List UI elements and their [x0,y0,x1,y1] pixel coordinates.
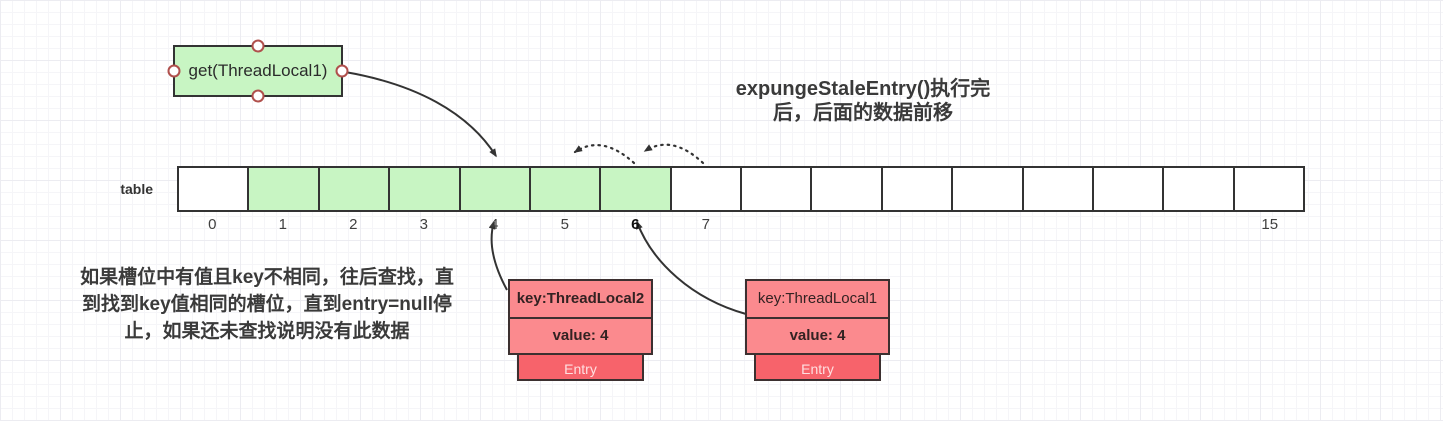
diagram-title-line1: expungeStaleEntry()执行完 [735,78,991,100]
connector-handle-right[interactable] [335,64,349,78]
table-slot-4 [458,168,529,210]
slot-index-label-1: 1 [278,216,287,233]
slot-index-label-2: 2 [349,216,358,233]
note-line1: 如果槽位中有值且key不相同，往后查找，直 [80,267,454,288]
get-box-label: get(ThreadLocal1) [188,61,328,80]
slot-index-label-3: 3 [419,216,428,233]
table-slot-6 [599,168,670,210]
slot-index-label-15: 15 [1261,216,1279,233]
slot-index-label-5: 5 [560,216,569,233]
table-slot-15 [1232,168,1303,210]
slot-index-label-11 [953,216,1024,236]
slot-index-label-12 [1023,216,1094,236]
dotted-arc-slot7-to-slot6 [643,143,705,165]
slot-index-label-7: 7 [701,216,710,233]
slot-index-labels: 0 1 2 3 4 5 6 7 15 [177,216,1305,236]
slot-index-label-14 [1164,216,1235,236]
entry-box-threadlocal2[interactable]: key:ThreadLocal2 value: 4 Entry [508,279,653,381]
table-slot-12 [1021,168,1092,210]
table-slot-11 [951,168,1021,210]
table-slot-8 [740,168,810,210]
table-slot-9 [810,168,880,210]
slot-index-label-10 [882,216,953,236]
table-slot-0 [179,168,247,210]
slot-index-label-0: 0 [208,216,217,233]
dotted-arc-slot6-to-slot5 [573,144,636,165]
diagram-title-line2: 后，后面的数据前移 [773,102,953,124]
connector-handle-left[interactable] [167,64,181,78]
table-slot-3 [388,168,459,210]
table-slot-7 [669,168,740,210]
table-slot-10 [880,168,951,210]
entry-key-threadlocal1: key:ThreadLocal1 [747,281,888,319]
table-slot-14 [1162,168,1232,210]
note-text: 如果槽位中有值且key不相同，往后查找，直 到找到key值相同的槽位，直到ent… [36,264,498,345]
entry-value-threadlocal2: value: 4 [552,327,609,344]
slot-index-label-13 [1094,216,1165,236]
arrow-get-to-slot4 [344,71,497,158]
get-threadlocal-box[interactable]: get(ThreadLocal1) [167,39,349,103]
entry-key-value-threadlocal1: key:ThreadLocal1 value: 4 [745,279,890,355]
entry-key-value-threadlocal2: key:ThreadLocal2 value: 4 [508,279,653,355]
entry-tag-threadlocal1: Entry [754,353,881,381]
table-slot-13 [1091,168,1162,210]
entry-tag-threadlocal2: Entry [517,353,644,381]
note-line2: 到找到key值相同的槽位，直到entry=null停 [81,294,453,315]
entry-value-threadlocal1: value: 4 [789,327,846,344]
connector-handle-bottom[interactable] [251,89,265,103]
table-slot-2 [317,168,389,210]
table-label: table [120,181,153,197]
note-line3: 止，如果还未查找说明没有此数据 [124,321,410,342]
connector-handle-top[interactable] [251,39,265,53]
hash-table [177,166,1305,212]
diagram-title: expungeStaleEntry()执行完 后，后面的数据前移 [688,77,1038,125]
table-slot-1 [247,168,318,210]
table-slot-5 [528,168,600,210]
slot-index-label-9 [812,216,883,236]
entry-key-threadlocal2: key:ThreadLocal2 [510,281,651,319]
slot-index-label-6: 6 [631,216,640,233]
slot-index-label-8 [741,216,812,236]
slot-index-label-4: 4 [490,216,499,233]
entry-box-threadlocal1[interactable]: key:ThreadLocal1 value: 4 Entry [745,279,890,381]
